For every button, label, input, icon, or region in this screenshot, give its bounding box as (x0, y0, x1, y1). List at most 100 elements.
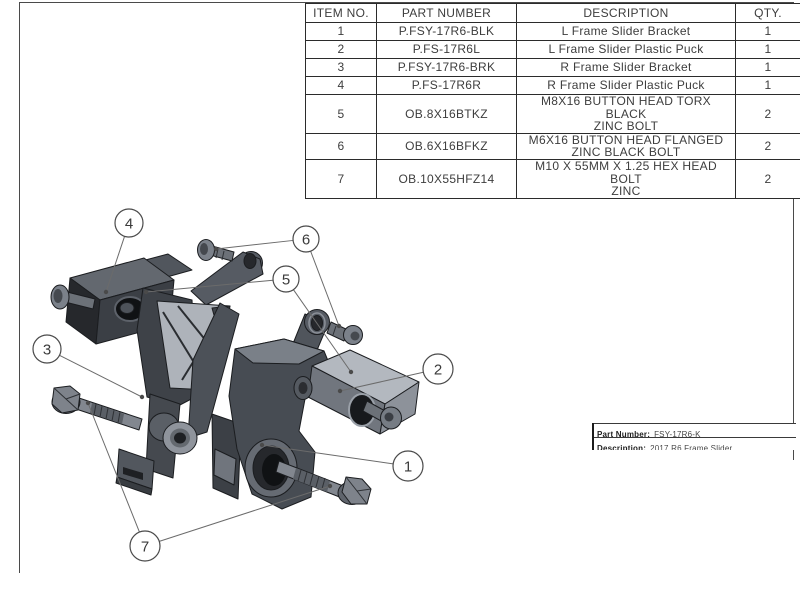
callout-leader (293, 289, 352, 373)
description-label: Description: (597, 444, 647, 450)
right-bracket-flange (211, 413, 242, 500)
part-number-value: FSY-17R6-K (654, 430, 701, 438)
bom-part-number: P.FS-17R6R (376, 76, 517, 95)
bom-description: M6X16 BUTTON HEAD FLANGED ZINC BLACK BOL… (516, 132, 736, 160)
title-block-part-number-row: Part Number:FSY-17R6-K (594, 423, 796, 438)
title-block: Part Number:FSY-17R6-K Description:2017 … (592, 423, 796, 450)
callout-balloon (272, 265, 300, 293)
bom-part-number: OB.6X16BFKZ (376, 132, 517, 160)
callout-number: 5 (282, 272, 290, 289)
callout-number: 7 (141, 539, 149, 556)
bom-qty: 2 (735, 132, 800, 160)
bom-qty: 1 (735, 40, 800, 59)
callout-leader-dot (143, 289, 149, 295)
bom-row-5: 5 OB.8X16BTKZ M8X16 BUTTON HEAD TORX BLA… (305, 94, 800, 134)
bom-row-2: 2 P.FS-17R6L L Frame Slider Plastic Puck… (305, 40, 800, 59)
right-m8-bolt (362, 400, 402, 430)
bom-part-number: P.FSY-17R6-BLK (376, 22, 517, 41)
callout-7: 7 (85, 400, 333, 562)
bom-qty: 1 (735, 22, 800, 41)
callout-leader-dot (348, 369, 354, 375)
callout-leader (261, 444, 394, 465)
callout-3: 3 (32, 334, 145, 400)
bom-row-1: 1 P.FSY-17R6-BLK L Frame Slider Bracket … (305, 22, 800, 41)
bom-qty: 2 (735, 158, 800, 199)
callout-5: 5 (143, 265, 354, 375)
bom-description: M10 X 55MM X 1.25 HEX HEAD BOLT ZINC (516, 158, 736, 199)
callout-6: 6 (213, 225, 342, 329)
bom-header-qty: QTY. (735, 3, 800, 23)
left-bracket-boss (148, 412, 198, 455)
right-m10-bolt (275, 460, 372, 505)
bom-row-4: 4 P.FS-17R6R R Frame Slider Plastic Puck… (305, 76, 800, 95)
callout-leader-dot (139, 394, 145, 400)
left-m10-bolt (51, 385, 143, 431)
left-puck (65, 257, 175, 345)
right-assembly-drawing (211, 309, 420, 510)
callout-leader (215, 239, 294, 250)
left-assembly-drawing (50, 239, 264, 496)
bom-part-number: OB.8X16BTKZ (376, 94, 517, 134)
left-bracket-arm (190, 251, 264, 306)
callout-balloon (392, 450, 424, 482)
callout-balloon (422, 353, 454, 385)
left-bracket-arm-lower (187, 302, 240, 439)
callout-leader-dot (103, 289, 109, 295)
callout-leader-dot (259, 442, 265, 448)
part-number-label: Part Number: (597, 430, 651, 438)
bom-part-number: OB.10X55HFZ14 (376, 158, 517, 199)
callout-number: 3 (43, 342, 51, 359)
callout-2: 2 (337, 353, 454, 394)
callout-leader-dot (337, 388, 343, 394)
callout-leader (310, 250, 340, 327)
left-puck-bolt (50, 284, 96, 310)
callout-4: 4 (103, 208, 144, 295)
bom-description: R Frame Slider Plastic Puck (516, 76, 736, 95)
bom-description: R Frame Slider Bracket (516, 58, 736, 77)
callout-leader (339, 371, 424, 392)
callout-1: 1 (259, 442, 424, 482)
bom-item: 3 (305, 58, 377, 77)
description-value: 2017 R6 Frame Slider (650, 444, 733, 450)
bom-item: 6 (305, 132, 377, 160)
bom-part-number: P.FSY-17R6-BRK (376, 58, 517, 77)
bom-part-number: P.FS-17R6L (376, 40, 517, 59)
callout-leader (59, 354, 143, 398)
bom-table: ITEM NO. PART NUMBER DESCRIPTION QTY. 1 … (305, 3, 800, 199)
callout-leader-dot (336, 323, 342, 329)
bom-row-7: 7 OB.10X55HFZ14 M10 X 55MM X 1.25 HEX HE… (305, 158, 800, 199)
callout-balloon (292, 225, 320, 253)
callout-number: 4 (125, 216, 133, 233)
bom-header-part-number: PART NUMBER (376, 3, 517, 23)
bom-row-3: 3 P.FSY-17R6-BRK R Frame Slider Bracket … (305, 58, 800, 77)
title-block-description-row: Description:2017 R6 Frame Slider (594, 438, 796, 450)
callout-leader (159, 485, 331, 542)
bom-item: 2 (305, 40, 377, 59)
callout-layer: 1 2 3 4 5 6 7 (32, 208, 454, 562)
bom-item: 1 (305, 22, 377, 41)
bom-description: M8X16 BUTTON HEAD TORX BLACK ZINC BOLT (516, 94, 736, 134)
bom-header-description: DESCRIPTION (516, 3, 736, 23)
callout-number: 6 (302, 232, 310, 249)
bom-qty: 2 (735, 94, 800, 134)
bom-row-6: 6 OB.6X16BFKZ M6X16 BUTTON HEAD FLANGED … (305, 132, 800, 160)
right-m6-bolt (326, 321, 363, 345)
callout-balloon (129, 530, 161, 562)
callout-leader (145, 279, 274, 293)
bom-qty: 1 (735, 58, 800, 77)
bom-description: L Frame Slider Plastic Puck (516, 40, 736, 59)
bom-header-item: ITEM NO. (305, 3, 377, 23)
bom-header-row: ITEM NO. PART NUMBER DESCRIPTION QTY. (305, 3, 800, 23)
callout-leader-dot (85, 400, 91, 406)
callout-number: 2 (434, 362, 442, 379)
left-bracket-foot (115, 448, 155, 496)
callout-leader-dot (213, 246, 219, 252)
bom-item: 5 (305, 94, 377, 134)
callout-leader (105, 236, 126, 293)
bom-item: 7 (305, 158, 377, 199)
callout-balloon (32, 334, 62, 364)
bom-item: 4 (305, 76, 377, 95)
callout-balloon (114, 208, 144, 238)
